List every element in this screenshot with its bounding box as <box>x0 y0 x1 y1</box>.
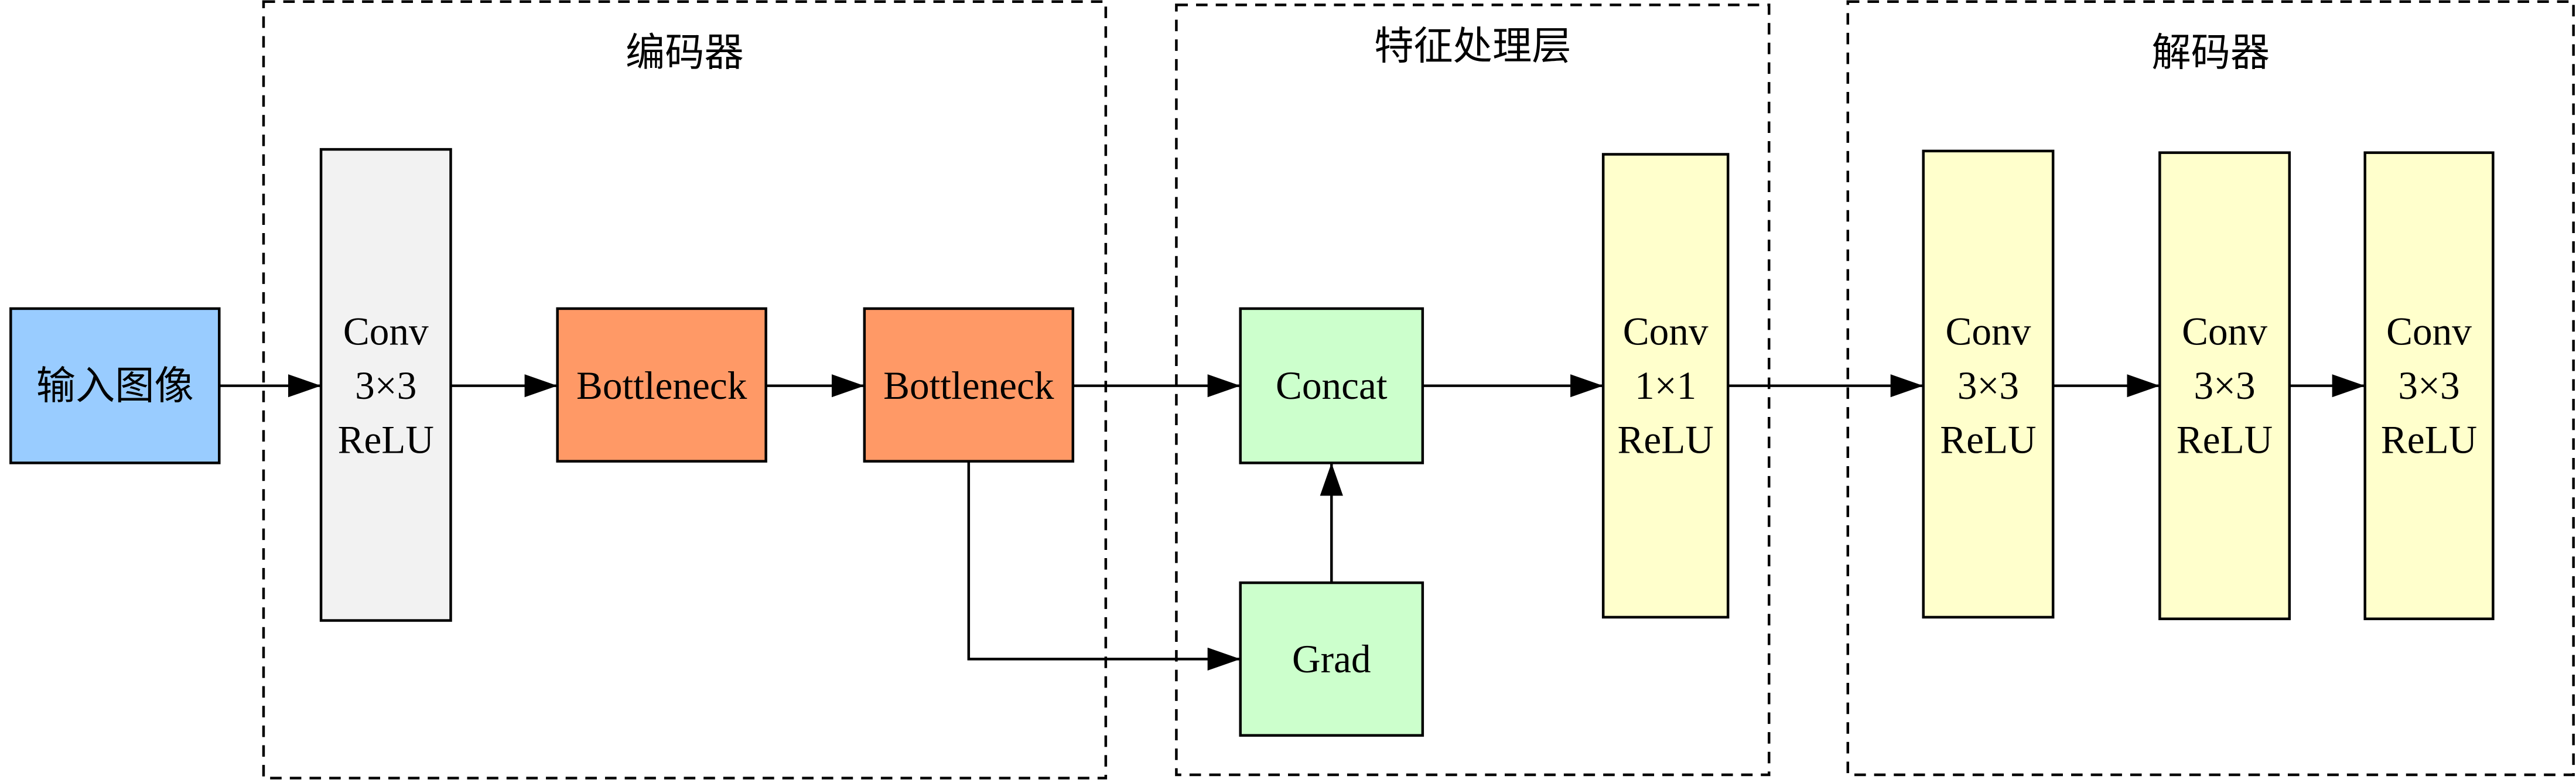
node-label-conv1x1-line2: 1×1 <box>1635 364 1696 408</box>
node-box-input <box>9 307 221 464</box>
group-frame-decoder <box>1846 0 2575 777</box>
edge-bottleneck2-to-grad <box>967 461 1241 671</box>
node-label-dec_conv2-line1: Conv <box>2182 310 2267 354</box>
node-box-conv1x1 <box>1601 153 1730 619</box>
group-title-decoder: 解码器 <box>2151 30 2270 76</box>
node-label-dec_conv1-line1: Conv <box>1946 310 2031 354</box>
node-label-conv1x1-line3: ReLU <box>1617 418 1713 462</box>
group-title-encoder: 编码器 <box>626 30 744 76</box>
node-bottleneck2: Bottleneck <box>863 307 1075 463</box>
node-box-dec_conv2 <box>2158 151 2291 620</box>
group-title-feature: 特征处理层 <box>1374 23 1571 69</box>
node-box-grad <box>1239 581 1424 737</box>
node-label-input: 输入图像 <box>36 363 194 409</box>
node-box-bottleneck2 <box>863 307 1075 463</box>
node-label-enc_conv-line2: 3×3 <box>355 364 416 408</box>
node-label-bottleneck1: Bottleneck <box>576 364 747 408</box>
group-frame-feature <box>1175 4 1771 777</box>
node-label-dec_conv3-line3: ReLU <box>2381 418 2477 462</box>
node-concat: Concat <box>1239 307 1424 464</box>
node-bottleneck1: Bottleneck <box>556 307 767 463</box>
node-label-dec_conv1-line3: ReLU <box>1940 418 2036 462</box>
group-feature: 特征处理层 <box>1175 4 1771 777</box>
node-label-dec_conv2-line2: 3×3 <box>2194 364 2255 408</box>
group-decoder: 解码器 <box>1846 0 2575 777</box>
group-frame-encoder <box>262 0 1108 779</box>
node-label-enc_conv-line3: ReLU <box>338 418 434 462</box>
node-label-dec_conv2-line3: ReLU <box>2177 418 2273 462</box>
node-label-grad: Grad <box>1292 637 1371 681</box>
node-box-dec_conv1 <box>1922 149 2055 619</box>
node-box-enc_conv <box>319 148 452 622</box>
node-box-bottleneck1 <box>556 307 767 463</box>
node-label-dec_conv1-line2: 3×3 <box>1957 364 2019 408</box>
node-label-conv1x1-line1: Conv <box>1623 310 1709 354</box>
node-label-concat: Concat <box>1276 364 1388 408</box>
node-label-bottleneck2: Bottleneck <box>883 364 1054 408</box>
node-label-enc_conv-line1: Conv <box>343 310 429 354</box>
node-box-dec_conv3 <box>2363 151 2495 620</box>
group-encoder: 编码器 <box>262 0 1108 779</box>
node-box-concat <box>1239 307 1424 464</box>
node-grad: Grad <box>1239 581 1424 737</box>
node-input: 输入图像 <box>9 307 221 464</box>
node-label-dec_conv3-line1: Conv <box>2386 310 2472 354</box>
node-label-dec_conv3-line2: 3×3 <box>2398 364 2459 408</box>
